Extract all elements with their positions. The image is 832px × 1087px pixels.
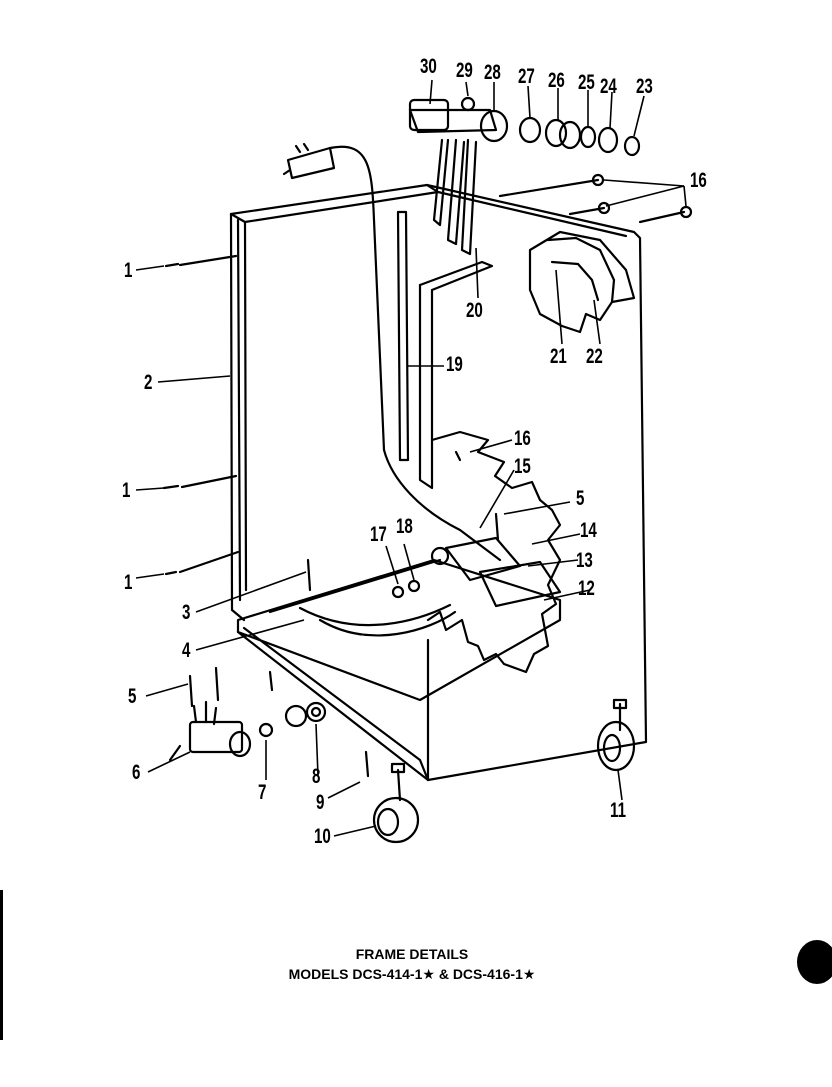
callout-13: 13 xyxy=(576,549,593,572)
callout-11: 11 xyxy=(610,799,626,822)
callout-26: 26 xyxy=(548,69,565,92)
fittings-7-8 xyxy=(258,701,327,738)
leader-lines xyxy=(135,79,687,837)
callout-25: 25 xyxy=(578,71,595,94)
left-margin-line xyxy=(0,890,3,1040)
callout-16-upper: 16 xyxy=(690,169,707,192)
callout-17: 17 xyxy=(370,523,387,546)
callout-12: 12 xyxy=(578,577,595,600)
power-cord xyxy=(282,142,502,562)
fasteners-1 xyxy=(162,254,240,576)
callout-7: 7 xyxy=(258,781,267,804)
callout-2: 2 xyxy=(144,371,153,394)
callout-22: 22 xyxy=(586,345,603,368)
callout-30: 30 xyxy=(420,55,437,78)
valve-assembly xyxy=(168,700,252,762)
callout-19: 19 xyxy=(446,353,463,376)
control-board xyxy=(391,536,562,608)
caster-10 xyxy=(372,762,420,844)
callout-23: 23 xyxy=(636,75,653,98)
callout-5-right: 5 xyxy=(576,487,585,510)
callout-27: 27 xyxy=(518,65,535,88)
callout-24: 24 xyxy=(600,75,617,98)
page-marker-dot xyxy=(797,940,832,984)
top-fittings xyxy=(408,96,641,157)
fasteners-16 xyxy=(498,173,693,224)
callout-3: 3 xyxy=(182,601,191,624)
callout-29: 29 xyxy=(456,59,473,82)
diagram-models: MODELS DCS-414-1★ & DCS-416-1★ xyxy=(288,966,536,982)
callout-6: 6 xyxy=(132,761,141,784)
callout-16-lower: 16 xyxy=(514,427,531,450)
callout-10: 10 xyxy=(314,825,331,848)
callout-20: 20 xyxy=(466,299,483,322)
callout-15: 15 xyxy=(514,455,531,478)
callout-21: 21 xyxy=(550,345,567,368)
screws xyxy=(188,450,500,778)
callout-5-left: 5 xyxy=(128,685,137,708)
callout-1-upper: 1 xyxy=(124,259,133,282)
callout-1-lower: 1 xyxy=(124,571,133,594)
callout-28: 28 xyxy=(484,61,501,84)
base-pan xyxy=(236,558,562,782)
diagram-title: FRAME DETAILS xyxy=(355,946,469,962)
rod-19 xyxy=(396,210,410,462)
callout-8: 8 xyxy=(312,765,321,788)
callout-14: 14 xyxy=(580,519,597,542)
side-panel-right xyxy=(418,183,648,782)
callout-9: 9 xyxy=(316,791,325,814)
callout-4: 4 xyxy=(182,639,191,662)
torn-panel-edge xyxy=(426,230,636,674)
caster-11 xyxy=(596,698,636,772)
callout-18: 18 xyxy=(396,515,413,538)
top-tube-assembly xyxy=(408,108,498,256)
callout-1-middle: 1 xyxy=(122,479,131,502)
